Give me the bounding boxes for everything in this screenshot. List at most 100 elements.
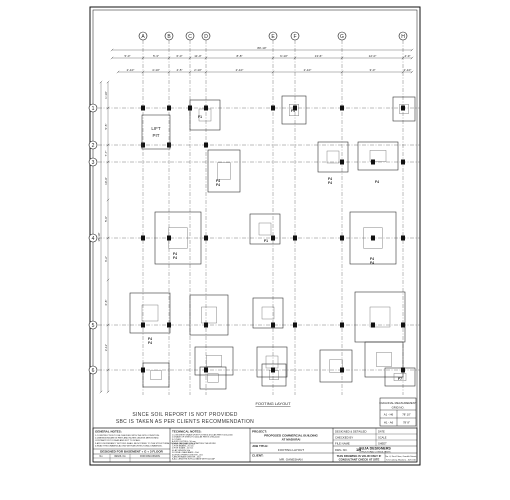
column-marker — [204, 142, 208, 148]
svg-text:DATE: DATE — [378, 430, 385, 434]
svg-text:STRUCTURAL CONSULTANTS: STRUCTURAL CONSULTANTS — [359, 450, 391, 453]
column-marker — [371, 322, 375, 328]
column-marker — [340, 367, 344, 373]
column-marker — [204, 322, 208, 328]
grid-bubble-row: 1 — [88, 103, 98, 113]
job-title: FOOTING LAYOUT — [278, 448, 304, 452]
column-marker — [293, 235, 297, 241]
footing-tag: F4 — [370, 257, 374, 261]
technical-note-line: 2.GRADE OF STEEL Fe 500D AS PER IS 1786-… — [172, 436, 220, 439]
grid-lines — [98, 40, 420, 395]
general-note-line: 2.DIMENSIONS ARE IN FEET AND INCHES UNLE… — [95, 437, 159, 440]
grid-bubble-col: H — [398, 31, 408, 41]
dimension-label: 6'-0" — [177, 54, 183, 58]
client-name: MR. GANESHAN — [279, 458, 302, 462]
technical-note-line: D.FOR SLABS - 20 mm — [172, 447, 193, 450]
footing — [189, 294, 229, 336]
column-marker — [401, 105, 405, 111]
column-marker — [371, 235, 375, 241]
dimension-label: 5'-0" — [104, 216, 108, 222]
dimension-chains: 80'-10"5'-0"5'-3"6'-0"11'-0"8'-8"6'-10"1… — [97, 46, 414, 394]
svg-text:H1 - A6: H1 - A6 — [384, 421, 394, 425]
dimension-label: 3'-11" — [104, 344, 108, 351]
column-marker — [340, 322, 344, 328]
soil-note: SINCE SOIL REPORT IS NOT PROVIDED SBC IS… — [116, 412, 254, 425]
drawing-number: 1B — [356, 447, 361, 452]
grid-bubble-row: 3 — [88, 157, 98, 167]
dimension-label: 4'-9" — [405, 54, 411, 58]
column-marker — [401, 235, 405, 241]
lift-label: LIFT — [151, 126, 161, 131]
footing — [357, 141, 399, 171]
dimension-label: 3'-0" — [370, 68, 376, 72]
svg-text:A1 - H6: A1 - H6 — [384, 413, 394, 417]
svg-text:REVIS. No: REVIS. No — [114, 456, 126, 458]
footing — [392, 96, 416, 122]
firm-name: SUJA DESIGNERS — [359, 446, 391, 450]
job-title-label: JOB TITLE: — [252, 444, 268, 448]
dimension-label: 12'-0" — [369, 54, 377, 58]
pit-label: PIT — [152, 133, 159, 138]
grid-bubble-col: C — [185, 31, 195, 41]
svg-text:SINCE SOIL REPORT IS NOT PROVI: SINCE SOIL REPORT IS NOT PROVIDED — [132, 412, 237, 418]
column-marker — [204, 367, 208, 373]
project-label: PROJECT: — [252, 430, 267, 434]
column-marker — [167, 142, 171, 148]
dimension-label: 11'-0" — [194, 54, 201, 58]
dimension-label: 5'-0" — [125, 54, 131, 58]
svg-text:No. 4, First Floor, Gandhi Str: No. 4, First Floor, Gandhi Street, — [385, 455, 417, 458]
column-marker — [141, 235, 145, 241]
column-marker — [167, 235, 171, 241]
svg-text:DIAGONAL MEASUREMENT: DIAGONAL MEASUREMENT — [380, 401, 417, 405]
title-block: GENERAL NOTES: 1.CONSTRUCTION TO BE CHEC… — [92, 427, 418, 463]
footing — [129, 292, 171, 334]
footing-tag: F4 — [328, 181, 332, 185]
validity-warning: THIS DRAWING IS VALID ONLY IF — [337, 454, 382, 458]
technical-note-line: 5.FOR ALL MAIN BARS - 50d — [172, 451, 199, 454]
footing — [249, 213, 281, 245]
grid-label-col: D — [204, 34, 208, 40]
footing-tag: F4 — [375, 180, 379, 184]
technical-note-line: 8.ALL LENGTHS IN FULL BARS WITH 50d LAP — [172, 458, 216, 461]
technical-note-line: 6.DEVELOPMENT LENGTH - 47d — [172, 454, 203, 456]
svg-text:GRID NO.: GRID NO. — [392, 406, 405, 410]
footing — [349, 211, 397, 265]
technical-note-line: 4.LAP LENGTH 50d — [172, 449, 190, 452]
svg-text:78' 10": 78' 10" — [402, 413, 411, 417]
grid-bubble-row: 6 — [88, 365, 98, 375]
svg-text:No: No — [100, 456, 104, 458]
footing-tag: F4 — [216, 179, 220, 183]
dimension-label: 1'-10" — [104, 91, 108, 99]
footing — [319, 349, 353, 383]
column-marker — [141, 322, 145, 328]
dimension-label: 5'-5" — [104, 124, 108, 130]
column-marker — [141, 105, 145, 111]
general-notes-title: GENERAL NOTES: — [95, 430, 122, 434]
footing-tag: F4 — [148, 337, 152, 341]
column-marker — [271, 322, 275, 328]
grid-label-row: 5 — [92, 323, 95, 329]
dimension-label: 13'-6" — [315, 54, 323, 58]
svg-text:FILE NAME: FILE NAME — [335, 441, 350, 445]
dimension-label: 2'-10" — [404, 68, 412, 72]
grid-bubble-col: A — [138, 31, 148, 41]
grid-label-col: B — [167, 34, 171, 40]
column-marker — [141, 367, 145, 373]
footing — [317, 141, 349, 173]
footing — [252, 297, 284, 329]
general-notes: 1.CONSTRUCTION TO BE CHECKED WITH THE SI… — [95, 435, 217, 447]
column-marker — [293, 322, 297, 328]
column-marker — [340, 235, 344, 241]
footing-tag: F4 — [173, 252, 177, 256]
grid-label-row: 1 — [92, 106, 95, 112]
footing-tag: F4 — [328, 177, 332, 181]
grid-label-col: H — [401, 34, 405, 40]
svg-text:S.S.Colony, Madurai - 625 010: S.S.Colony, Madurai - 625 010 — [386, 459, 417, 462]
grid-label-row: 4 — [92, 236, 95, 242]
dimension-label: 2'-10" — [127, 68, 135, 72]
top-dimension-chain: 5'-0"5'-3"6'-0"11'-0"8'-8"6'-10"13'-6"12… — [110, 54, 414, 60]
dimension-label: 10'-9" — [104, 177, 108, 185]
grid-bubble-col: E — [268, 31, 278, 41]
column-marker — [340, 159, 344, 165]
